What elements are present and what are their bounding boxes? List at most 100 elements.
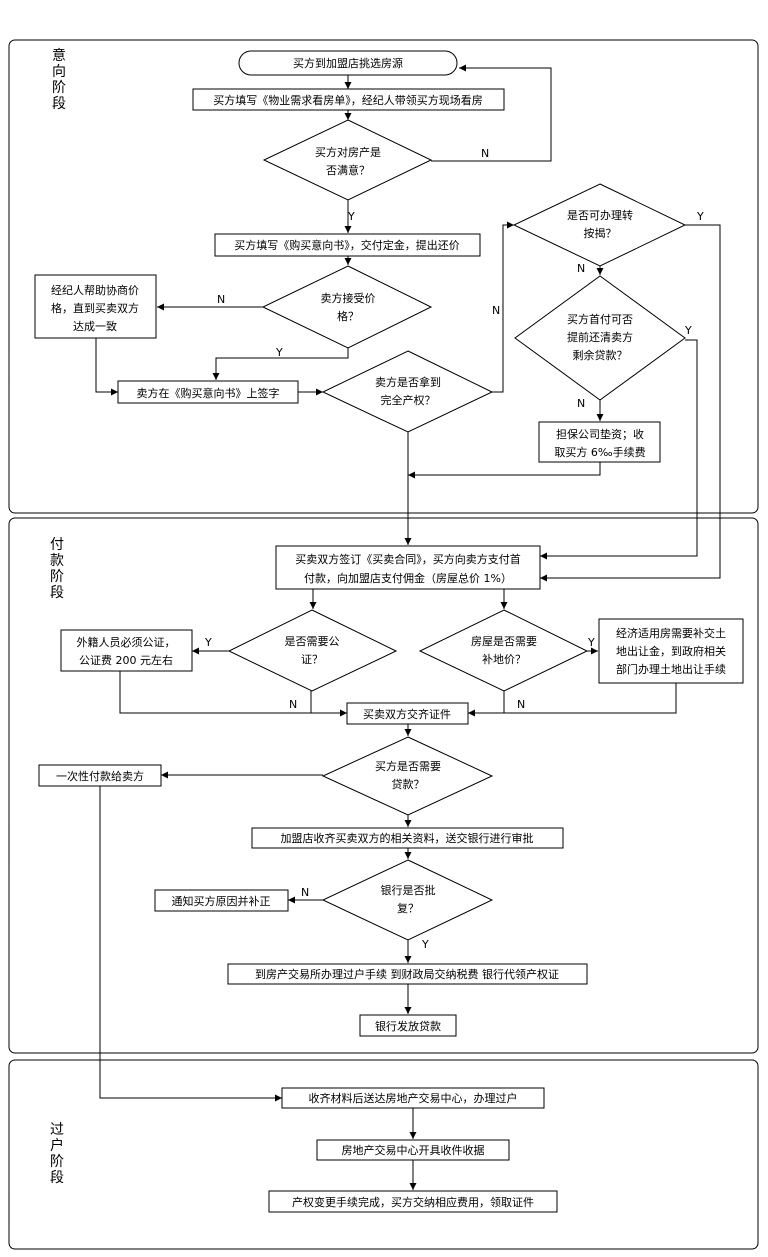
svg-text:外籍人员必须公证，: 外籍人员必须公证， xyxy=(77,635,176,649)
svg-text:部门办理土地出让手续: 部门办理土地出让手续 xyxy=(616,662,726,676)
go-transfer-step: 到房产交易所办理过户手续 到财政局交纳税费 银行代领产权证 xyxy=(227,963,588,985)
svg-text:卖方在《购买意向书》上签字: 卖方在《购买意向书》上签字 xyxy=(137,386,280,400)
need-notary-decision: 是否需要公 证？ xyxy=(227,609,398,692)
start-node: 买方到加盟店挑选房源 xyxy=(238,50,458,76)
svg-text:Y: Y xyxy=(421,938,429,951)
svg-text:通知买方原因并补正: 通知买方原因并补正 xyxy=(172,894,271,908)
svg-text:贷款？: 贷款？ xyxy=(392,777,425,791)
satisfied-decision: 买方对房产是 否满意？ xyxy=(262,119,433,201)
svg-text:Y: Y xyxy=(587,636,595,649)
svg-text:房屋是否需要: 房屋是否需要 xyxy=(471,635,537,648)
svg-text:Y: Y xyxy=(347,210,355,223)
svg-text:担保公司垫资；收: 担保公司垫资；收 xyxy=(556,427,644,441)
svg-text:复？: 复？ xyxy=(397,901,419,915)
svg-text:付: 付 xyxy=(50,537,64,553)
svg-text:产权变更手续完成，买方交纳相应费用，领取证件: 产权变更手续完成，买方交纳相应费用，领取证件 xyxy=(292,1195,534,1209)
buyer-repay-decision: 买方首付可否 提前还清卖方 剩余贷款？ xyxy=(514,275,686,401)
can-transfer-decision: 是否可办理转 按揭？ xyxy=(512,183,687,267)
svg-text:买方填写《购买意向书》，交付定金，提出还价: 买方填写《购买意向书》，交付定金，提出还价 xyxy=(234,238,460,252)
svg-text:阶: 阶 xyxy=(52,80,66,96)
svg-text:按揭？: 按揭？ xyxy=(584,226,617,240)
svg-text:银行是否批: 银行是否批 xyxy=(381,883,436,897)
fill-demand-step: 买方填写《物业需求看房单》，经纪人带领买方现场看房 xyxy=(192,88,505,111)
svg-text:Y: Y xyxy=(696,210,704,223)
payment-stage-label: 付 款 阶 段 xyxy=(50,537,64,601)
bank-loan-step: 银行发放贷款 xyxy=(359,1014,457,1037)
svg-text:卖方是否拿到: 卖方是否拿到 xyxy=(375,375,441,389)
svg-text:收齐材料后送达房地产交易中心，办理过户: 收齐材料后送达房地产交易中心，办理过户 xyxy=(309,1091,518,1105)
svg-text:经济适用房需要补交土: 经济适用房需要补交土 xyxy=(616,626,726,640)
sign-contract-step: 买卖双方签订《买卖合同》，买方向卖方支付首 付款，向加盟店支付佣金（房屋总价 1… xyxy=(275,545,541,590)
svg-text:Y: Y xyxy=(204,636,212,649)
need-land-price-decision: 房屋是否需要 补地价？ xyxy=(418,609,589,692)
svg-text:阶: 阶 xyxy=(50,1154,64,1170)
svg-text:补地价？: 补地价？ xyxy=(482,653,526,666)
svg-text:格？: 格？ xyxy=(337,309,359,323)
svg-text:提前还清卖方: 提前还清卖方 xyxy=(567,330,633,344)
foreigner-notary-step: 外籍人员必须公证， 公证费 200 元左右 xyxy=(60,629,193,672)
svg-text:格，直到买卖双方: 格，直到买卖双方 xyxy=(51,301,139,315)
bank-approve-decision: 银行是否批 复？ xyxy=(321,859,494,941)
collect-documents-step: 加盟店收齐买卖双方的相关资料，送交银行进行审批 xyxy=(251,827,564,849)
svg-text:Y: Y xyxy=(275,346,283,359)
intention-stage-frame xyxy=(8,39,759,514)
seller-accept-decision: 卖方接受价 格？ xyxy=(261,265,433,349)
svg-text:N: N xyxy=(492,304,500,317)
svg-text:N: N xyxy=(289,698,297,711)
svg-text:N: N xyxy=(481,147,489,160)
svg-text:买方填写《物业需求看房单》，经纪人带领买方现场看房: 买方填写《物业需求看房单》，经纪人带领买方现场看房 xyxy=(213,93,483,107)
connectors xyxy=(95,64,721,1190)
svg-text:加盟店收齐买卖双方的相关资料，送交银行进行审批: 加盟店收齐买卖双方的相关资料，送交银行进行审批 xyxy=(281,831,534,845)
svg-text:一次性付款给卖方: 一次性付款给卖方 xyxy=(56,769,144,783)
svg-text:经纪人帮助协商价: 经纪人帮助协商价 xyxy=(51,283,139,297)
svg-text:Y: Y xyxy=(684,324,692,337)
svg-text:到房产交易所办理过户手续 到财政局交纳税费 银行代领产权: 到房产交易所办理过户手续 到财政局交纳税费 银行代领产权证 xyxy=(255,967,559,981)
svg-text:N: N xyxy=(301,886,309,899)
fill-intent-step: 买方填写《购买意向书》，交付定金，提出还价 xyxy=(214,233,481,257)
affordable-housing-step: 经济适用房需要补交土 地出让金，到政府相关 部门办理土地出让手续 xyxy=(598,618,744,684)
svg-text:买方首付可否: 买方首付可否 xyxy=(567,312,633,326)
svg-text:过: 过 xyxy=(50,1122,64,1138)
intention-stage-label: 意 向 阶 段 xyxy=(52,47,66,112)
complete-step: 产权变更手续完成，买方交纳相应费用，领取证件 xyxy=(268,1190,558,1213)
send-to-center-step: 收齐材料后送达房地产交易中心，办理过户 xyxy=(281,1087,545,1109)
svg-text:向: 向 xyxy=(52,64,66,80)
svg-text:N: N xyxy=(217,293,225,306)
svg-text:完全产权？: 完全产权？ xyxy=(381,393,436,407)
svg-text:取买方 6‰手续费: 取买方 6‰手续费 xyxy=(554,445,645,459)
seller-sign-step: 卖方在《购买意向书》上签字 xyxy=(117,380,299,404)
notify-buyer-step: 通知买方原因并补正 xyxy=(154,889,289,912)
exchange-docs-step: 买卖双方交齐证件 xyxy=(346,702,469,725)
svg-text:付款，向加盟店支付佣金（房屋总价 1%）: 付款，向加盟店支付佣金（房屋总价 1%） xyxy=(304,571,512,585)
transfer-stage-frame xyxy=(8,1059,759,1250)
svg-text:买卖双方签订《买卖合同》，买方向卖方支付首: 买卖双方签订《买卖合同》，买方向卖方支付首 xyxy=(295,552,521,566)
svg-text:N: N xyxy=(577,397,585,410)
need-loan-decision: 买方是否需要 贷款？ xyxy=(321,736,494,816)
guarantee-step: 担保公司垫资；收 取买方 6‰手续费 xyxy=(538,421,661,463)
receipt-step: 房地产交易中心开具收件收据 xyxy=(316,1139,510,1161)
svg-text:段: 段 xyxy=(50,585,64,601)
svg-text:银行发放贷款: 银行发放贷款 xyxy=(375,1019,441,1033)
full-property-decision: 卖方是否拿到 完全产权？ xyxy=(321,350,494,433)
svg-text:段: 段 xyxy=(52,96,66,112)
svg-text:地出让金，到政府相关: 地出让金，到政府相关 xyxy=(616,644,726,658)
svg-text:公证费 200 元左右: 公证费 200 元左右 xyxy=(79,653,173,667)
svg-text:户: 户 xyxy=(50,1137,64,1154)
svg-text:买方是否需要: 买方是否需要 xyxy=(375,759,441,773)
svg-text:意: 意 xyxy=(52,47,66,64)
one-time-payment-step: 一次性付款给卖方 xyxy=(38,764,162,787)
transfer-stage-label: 过 户 阶 段 xyxy=(50,1122,64,1186)
svg-text:N: N xyxy=(577,262,585,275)
svg-text:阶: 阶 xyxy=(50,569,64,585)
svg-text:达成一致: 达成一致 xyxy=(73,319,117,333)
svg-text:是否可办理转: 是否可办理转 xyxy=(567,208,633,222)
svg-text:款: 款 xyxy=(50,553,64,569)
payment-stage-frame xyxy=(8,517,759,1054)
agent-negotiate-step: 经纪人帮助协商价 格，直到买卖双方 达成一致 xyxy=(34,274,157,339)
svg-text:否满意？: 否满意？ xyxy=(326,163,370,177)
svg-text:买方对房产是: 买方对房产是 xyxy=(315,145,381,159)
svg-text:房地产交易中心开具收件收据: 房地产交易中心开具收件收据 xyxy=(342,1143,485,1157)
svg-text:是否需要公: 是否需要公 xyxy=(285,635,340,648)
svg-text:N: N xyxy=(517,698,525,711)
